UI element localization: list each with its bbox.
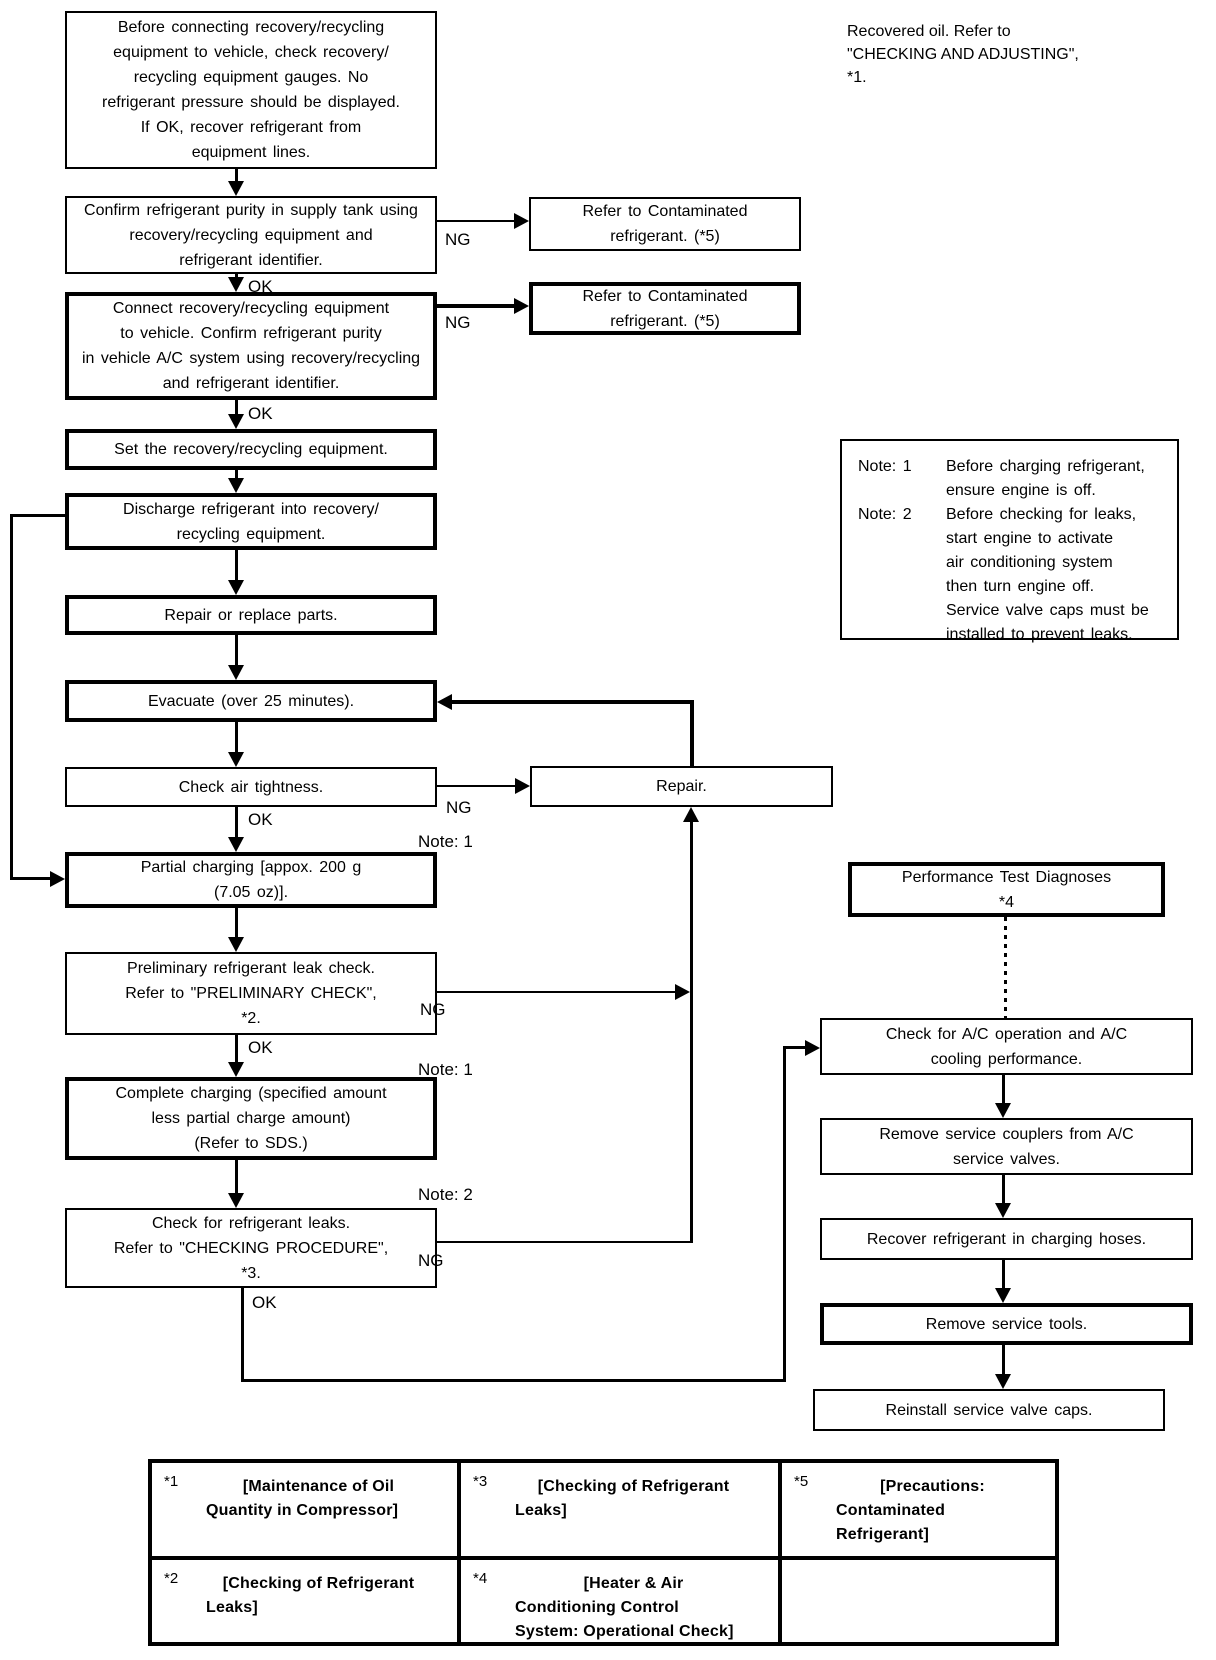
connector-precheck-to-confirm [235, 169, 238, 182]
box-preliminary-leak-check: Preliminary refrigerant leak check. Refe… [65, 952, 437, 1035]
box-check-ac-operation: Check for A/C operation and A/C cooling … [820, 1018, 1193, 1075]
connector-discharge-to-repairparts [235, 550, 238, 581]
box-connect-equipment-confirm-purity: Connect recovery/recycling equipment to … [65, 292, 437, 400]
box-remove-service-couplers: Remove service couplers from A/C service… [820, 1118, 1193, 1175]
connector-ng-to-repair-vertical [690, 820, 693, 1243]
box-complete-charging: Complete charging (specified amount less… [65, 1077, 437, 1160]
arrowhead-partial-to-preliminary [228, 937, 244, 952]
connector-ng-preliminary [437, 991, 675, 993]
box-repair-replace-parts: Repair or replace parts. [65, 595, 437, 635]
label-ng-airtightness: NG [446, 798, 472, 817]
table-cell-empty [778, 1556, 1055, 1644]
connector-tools-to-caps [1002, 1345, 1005, 1375]
connector-set-to-discharge [235, 470, 238, 479]
arrowhead-discharge-to-repairparts [228, 580, 244, 595]
box-performance-test-diagnoses: Performance Test Diagnoses *4 [848, 862, 1165, 917]
label-ng-preliminary: NG [420, 1000, 446, 1019]
connector-ok-into-checkac [783, 1046, 806, 1049]
note-box: Note: 1 Before charging refrigerant, ens… [840, 439, 1179, 643]
arrowhead-couplers-to-hoses [995, 1203, 1011, 1218]
box-confirm-purity-supply-tank: Confirm refrigerant purity in supply tan… [65, 196, 437, 274]
arrowhead-checkac-to-couplers [995, 1103, 1011, 1118]
arrowhead-repairparts-to-evacuate [228, 665, 244, 680]
box-evacuate: Evacuate (over 25 minutes). [65, 680, 437, 722]
box-refer-contaminated-1: Refer to Contaminated refrigerant. (*5) [529, 197, 801, 251]
arrowhead-hoses-to-tools [995, 1288, 1011, 1303]
connector-loop-top [10, 514, 65, 517]
recovered-oil-note: Recovered oil. Refer to "CHECKING AND AD… [847, 23, 1079, 86]
arrowhead-preliminary-to-complete [228, 1062, 244, 1077]
connector-checkac-to-couplers [1002, 1075, 1005, 1104]
arrowhead-complete-to-checkleaks [228, 1193, 244, 1208]
box-discharge-refrigerant: Discharge refrigerant into recovery/ rec… [65, 493, 437, 550]
connector-connect-to-set [235, 400, 238, 415]
label-note1-complete: Note: 1 [418, 1060, 473, 1079]
connector-loop-vertical [10, 514, 13, 880]
connector-ok-down [241, 1288, 244, 1381]
label-ok-checkleaks: OK [252, 1293, 277, 1312]
label-ok-vehicle-purity: OK [248, 404, 273, 423]
connector-ng-vehicle-purity [437, 304, 514, 308]
box-check-refrigerant-leaks: Check for refrigerant leaks. Refer to "C… [65, 1208, 437, 1288]
box-refer-contaminated-2: Refer to Contaminated refrigerant. (*5) [529, 282, 801, 335]
box-set-equipment: Set the recovery/recycling equipment. [65, 429, 437, 470]
connector-ok-up [783, 1046, 786, 1382]
label-ng-vehicle-purity: NG [445, 313, 471, 332]
label-note1-partial: Note: 1 [418, 832, 473, 851]
box-recover-refrigerant-hoses: Recover refrigerant in charging hoses. [820, 1218, 1193, 1260]
box-partial-charging: Partial charging [appox. 200 g (7.05 oz)… [65, 852, 437, 908]
connector-ok-bottom [241, 1379, 786, 1382]
connector-ng-airtightness [437, 785, 515, 787]
arrowhead-ng-supply-tank [514, 213, 529, 229]
connector-partial-to-preliminary [235, 908, 238, 938]
connector-dotted-performance [1004, 917, 1007, 1018]
arrowhead-into-evacuate [437, 694, 452, 710]
connector-confirm-to-connect [235, 274, 238, 278]
connector-airtightness-to-partial [235, 807, 238, 838]
connector-evacuate-to-airtightness [235, 722, 238, 753]
arrowhead-precheck-to-confirm [228, 181, 244, 196]
connector-repair-to-evacuate [450, 700, 694, 704]
arrowhead-connect-to-set [228, 414, 244, 429]
arrowhead-ng-preliminary [675, 984, 690, 1000]
connector-hoses-to-tools [1002, 1260, 1005, 1289]
arrowhead-ng-airtightness [515, 778, 530, 794]
connector-preliminary-to-complete [235, 1035, 238, 1063]
arrowhead-airtightness-to-partial [228, 837, 244, 852]
note-entry-1: Note: 1 Before charging refrigerant, ens… [858, 458, 1145, 499]
box-repair: Repair. [530, 766, 833, 807]
connector-repair-up [690, 702, 694, 766]
arrowhead-tools-to-caps [995, 1374, 1011, 1389]
label-ok-supply-tank: OK [248, 277, 273, 296]
arrowhead-set-to-discharge [228, 478, 244, 493]
box-check-air-tightness: Check air tightness. [65, 767, 437, 807]
box-reinstall-valve-caps: Reinstall service valve caps. [813, 1389, 1165, 1431]
arrowhead-confirm-to-connect [228, 277, 244, 292]
label-ok-preliminary: OK [248, 1038, 273, 1057]
box-precheck-equipment: Before connecting recovery/recycling equ… [65, 11, 437, 169]
connector-couplers-to-hoses [1002, 1175, 1005, 1204]
connector-ng-supply-tank [437, 220, 514, 222]
connector-repairparts-to-evacuate [235, 635, 238, 666]
label-ng-supply-tank: NG [445, 230, 471, 249]
box-remove-service-tools: Remove service tools. [820, 1303, 1193, 1345]
note-entry-2: Note: 2 Before checking for leaks, start… [858, 506, 1149, 643]
label-ok-airtightness: OK [248, 810, 273, 829]
connector-ng-checkleaks [437, 1241, 693, 1243]
label-ng-checkleaks: NG [418, 1251, 444, 1270]
arrowhead-into-repair [683, 807, 699, 822]
arrowhead-into-check-ac [805, 1040, 820, 1056]
label-note2-checkleaks: Note: 2 [418, 1185, 473, 1204]
arrowhead-ng-vehicle-purity [514, 298, 529, 314]
connector-loop-bottom [10, 877, 50, 880]
arrowhead-into-partial-charging [50, 871, 65, 887]
connector-complete-to-checkleaks [235, 1160, 238, 1194]
arrowhead-evacuate-to-airtightness [228, 752, 244, 767]
